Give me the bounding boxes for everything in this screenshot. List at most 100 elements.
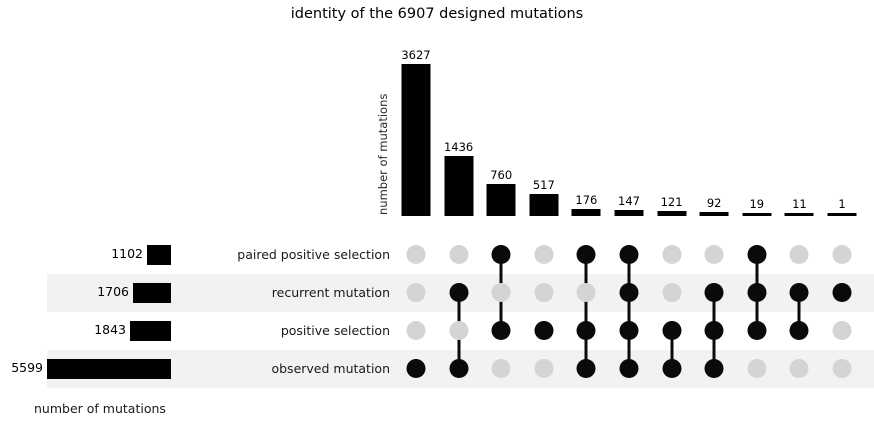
matrix-dot-inactive[interactable] xyxy=(832,245,852,264)
matrix-dot-inactive[interactable] xyxy=(534,245,554,264)
intersection-bar-value: 19 xyxy=(749,197,765,211)
matrix-dot-active[interactable] xyxy=(449,359,469,378)
set-size-bar[interactable] xyxy=(47,359,171,379)
set-size-value: 5599 xyxy=(11,360,43,375)
matrix-dot-inactive[interactable] xyxy=(789,245,809,264)
matrix-dot-active[interactable] xyxy=(789,321,809,340)
matrix-dot-inactive[interactable] xyxy=(449,245,469,264)
matrix-dot-inactive[interactable] xyxy=(534,283,554,302)
intersection-bar-rect xyxy=(486,184,516,216)
intersection-bar-value: 1 xyxy=(838,197,846,211)
intersection-bar[interactable]: 147 xyxy=(608,44,650,216)
matrix-dot-active[interactable] xyxy=(576,359,596,378)
matrix-dot-active[interactable] xyxy=(704,283,724,302)
intersection-bar-value: 517 xyxy=(532,178,555,192)
intersection-bar-rect xyxy=(401,64,431,216)
matrix-dot-inactive[interactable] xyxy=(832,321,852,340)
set-name-label: observed mutation xyxy=(271,361,390,376)
matrix-dot-inactive[interactable] xyxy=(491,359,511,378)
set-size-bar[interactable] xyxy=(133,283,171,303)
intersection-bar-rect xyxy=(444,156,474,216)
matrix-dot-active[interactable] xyxy=(619,283,639,302)
matrix-dot-active[interactable] xyxy=(406,359,426,378)
set-size-value: 1102 xyxy=(111,246,143,261)
intersection-bar-rect xyxy=(571,209,601,216)
intersection-axis-label: number of mutations xyxy=(362,60,390,215)
intersection-bar-rect xyxy=(699,212,729,216)
matrix-dot-active[interactable] xyxy=(534,321,554,340)
matrix-dot-active[interactable] xyxy=(619,321,639,340)
intersection-bar[interactable]: 92 xyxy=(693,44,735,216)
intersection-bar-value: 760 xyxy=(490,168,513,182)
intersection-bar-value: 92 xyxy=(706,196,722,210)
intersection-connector-line xyxy=(584,255,588,369)
intersection-connector-line xyxy=(627,255,631,369)
matrix-dot-inactive[interactable] xyxy=(406,245,426,264)
matrix-dot-inactive[interactable] xyxy=(662,245,682,264)
matrix-dot-active[interactable] xyxy=(747,321,767,340)
intersection-bar-value: 121 xyxy=(660,195,683,209)
set-size-value: 1706 xyxy=(97,284,129,299)
intersection-bar[interactable]: 517 xyxy=(523,44,565,216)
set-name-label: recurrent mutation xyxy=(271,285,390,300)
set-size-bar[interactable] xyxy=(130,321,171,341)
matrix-dot-active[interactable] xyxy=(449,283,469,302)
intersection-axis-label-text: number of mutations xyxy=(376,93,390,215)
intersection-bar-rect xyxy=(827,213,857,216)
intersection-bar[interactable]: 11 xyxy=(778,44,820,216)
matrix-dot-active[interactable] xyxy=(491,245,511,264)
matrix-dot-active[interactable] xyxy=(491,321,511,340)
matrix-dot-active[interactable] xyxy=(662,321,682,340)
matrix-dot-inactive[interactable] xyxy=(704,245,724,264)
matrix-dot-active[interactable] xyxy=(747,245,767,264)
intersection-connector-line xyxy=(797,293,801,331)
intersection-bar-value: 11 xyxy=(792,197,807,211)
intersection-bar-value: 147 xyxy=(618,194,640,208)
matrix-dot-active[interactable] xyxy=(662,359,682,378)
set-size-bar[interactable] xyxy=(147,245,171,265)
matrix-row[interactable]: 1102 paired positive selection xyxy=(0,236,874,274)
matrix-dot-active[interactable] xyxy=(789,283,809,302)
intersection-connector-line xyxy=(670,331,674,369)
intersection-bar[interactable]: 1 xyxy=(821,44,863,216)
intersection-bar-value: 3627 xyxy=(401,48,431,62)
matrix-dot-active[interactable] xyxy=(704,321,724,340)
intersection-bar[interactable]: 19 xyxy=(736,44,778,216)
intersection-bar-rect xyxy=(657,211,687,216)
intersection-bar-rect xyxy=(529,194,559,216)
matrix-row[interactable]: 5599 observed mutation xyxy=(0,350,874,388)
page-title: identity of the 6907 designed mutations xyxy=(290,6,584,22)
set-matrix: 1102 paired positive selection 1706 recurre… xyxy=(0,236,874,388)
matrix-dot-inactive[interactable] xyxy=(491,283,511,302)
matrix-dot-active[interactable] xyxy=(576,245,596,264)
intersection-bar-value: 1436 xyxy=(443,140,474,154)
matrix-dot-inactive[interactable] xyxy=(747,359,767,378)
matrix-dot-inactive[interactable] xyxy=(449,321,469,340)
matrix-dot-inactive[interactable] xyxy=(406,283,426,302)
set-name-label: positive selection xyxy=(280,323,390,338)
matrix-row[interactable]: 1706 recurrent mutation xyxy=(0,274,874,312)
set-size-axis-label: number of mutations xyxy=(34,401,166,416)
matrix-dot-inactive[interactable] xyxy=(534,359,554,378)
intersection-bar[interactable]: 176 xyxy=(565,44,607,216)
matrix-dot-active[interactable] xyxy=(576,321,596,340)
intersection-bar[interactable]: 1436 xyxy=(438,44,480,216)
matrix-dot-active[interactable] xyxy=(704,359,724,378)
matrix-dot-active[interactable] xyxy=(832,283,852,302)
intersection-bar-rect xyxy=(614,210,644,216)
intersection-bar[interactable]: 760 xyxy=(480,44,522,216)
matrix-dot-inactive[interactable] xyxy=(576,283,596,302)
matrix-dot-inactive[interactable] xyxy=(406,321,426,340)
matrix-dot-inactive[interactable] xyxy=(662,283,682,302)
matrix-dot-inactive[interactable] xyxy=(832,359,852,378)
matrix-dot-active[interactable] xyxy=(619,245,639,264)
intersection-bar[interactable]: 3627 xyxy=(395,44,437,216)
intersection-bar-value: 176 xyxy=(575,193,598,207)
matrix-dot-active[interactable] xyxy=(619,359,639,378)
intersection-bar[interactable]: 121 xyxy=(651,44,693,216)
matrix-dot-inactive[interactable] xyxy=(789,359,809,378)
set-name-label: paired positive selection xyxy=(237,247,390,262)
matrix-dot-active[interactable] xyxy=(747,283,767,302)
